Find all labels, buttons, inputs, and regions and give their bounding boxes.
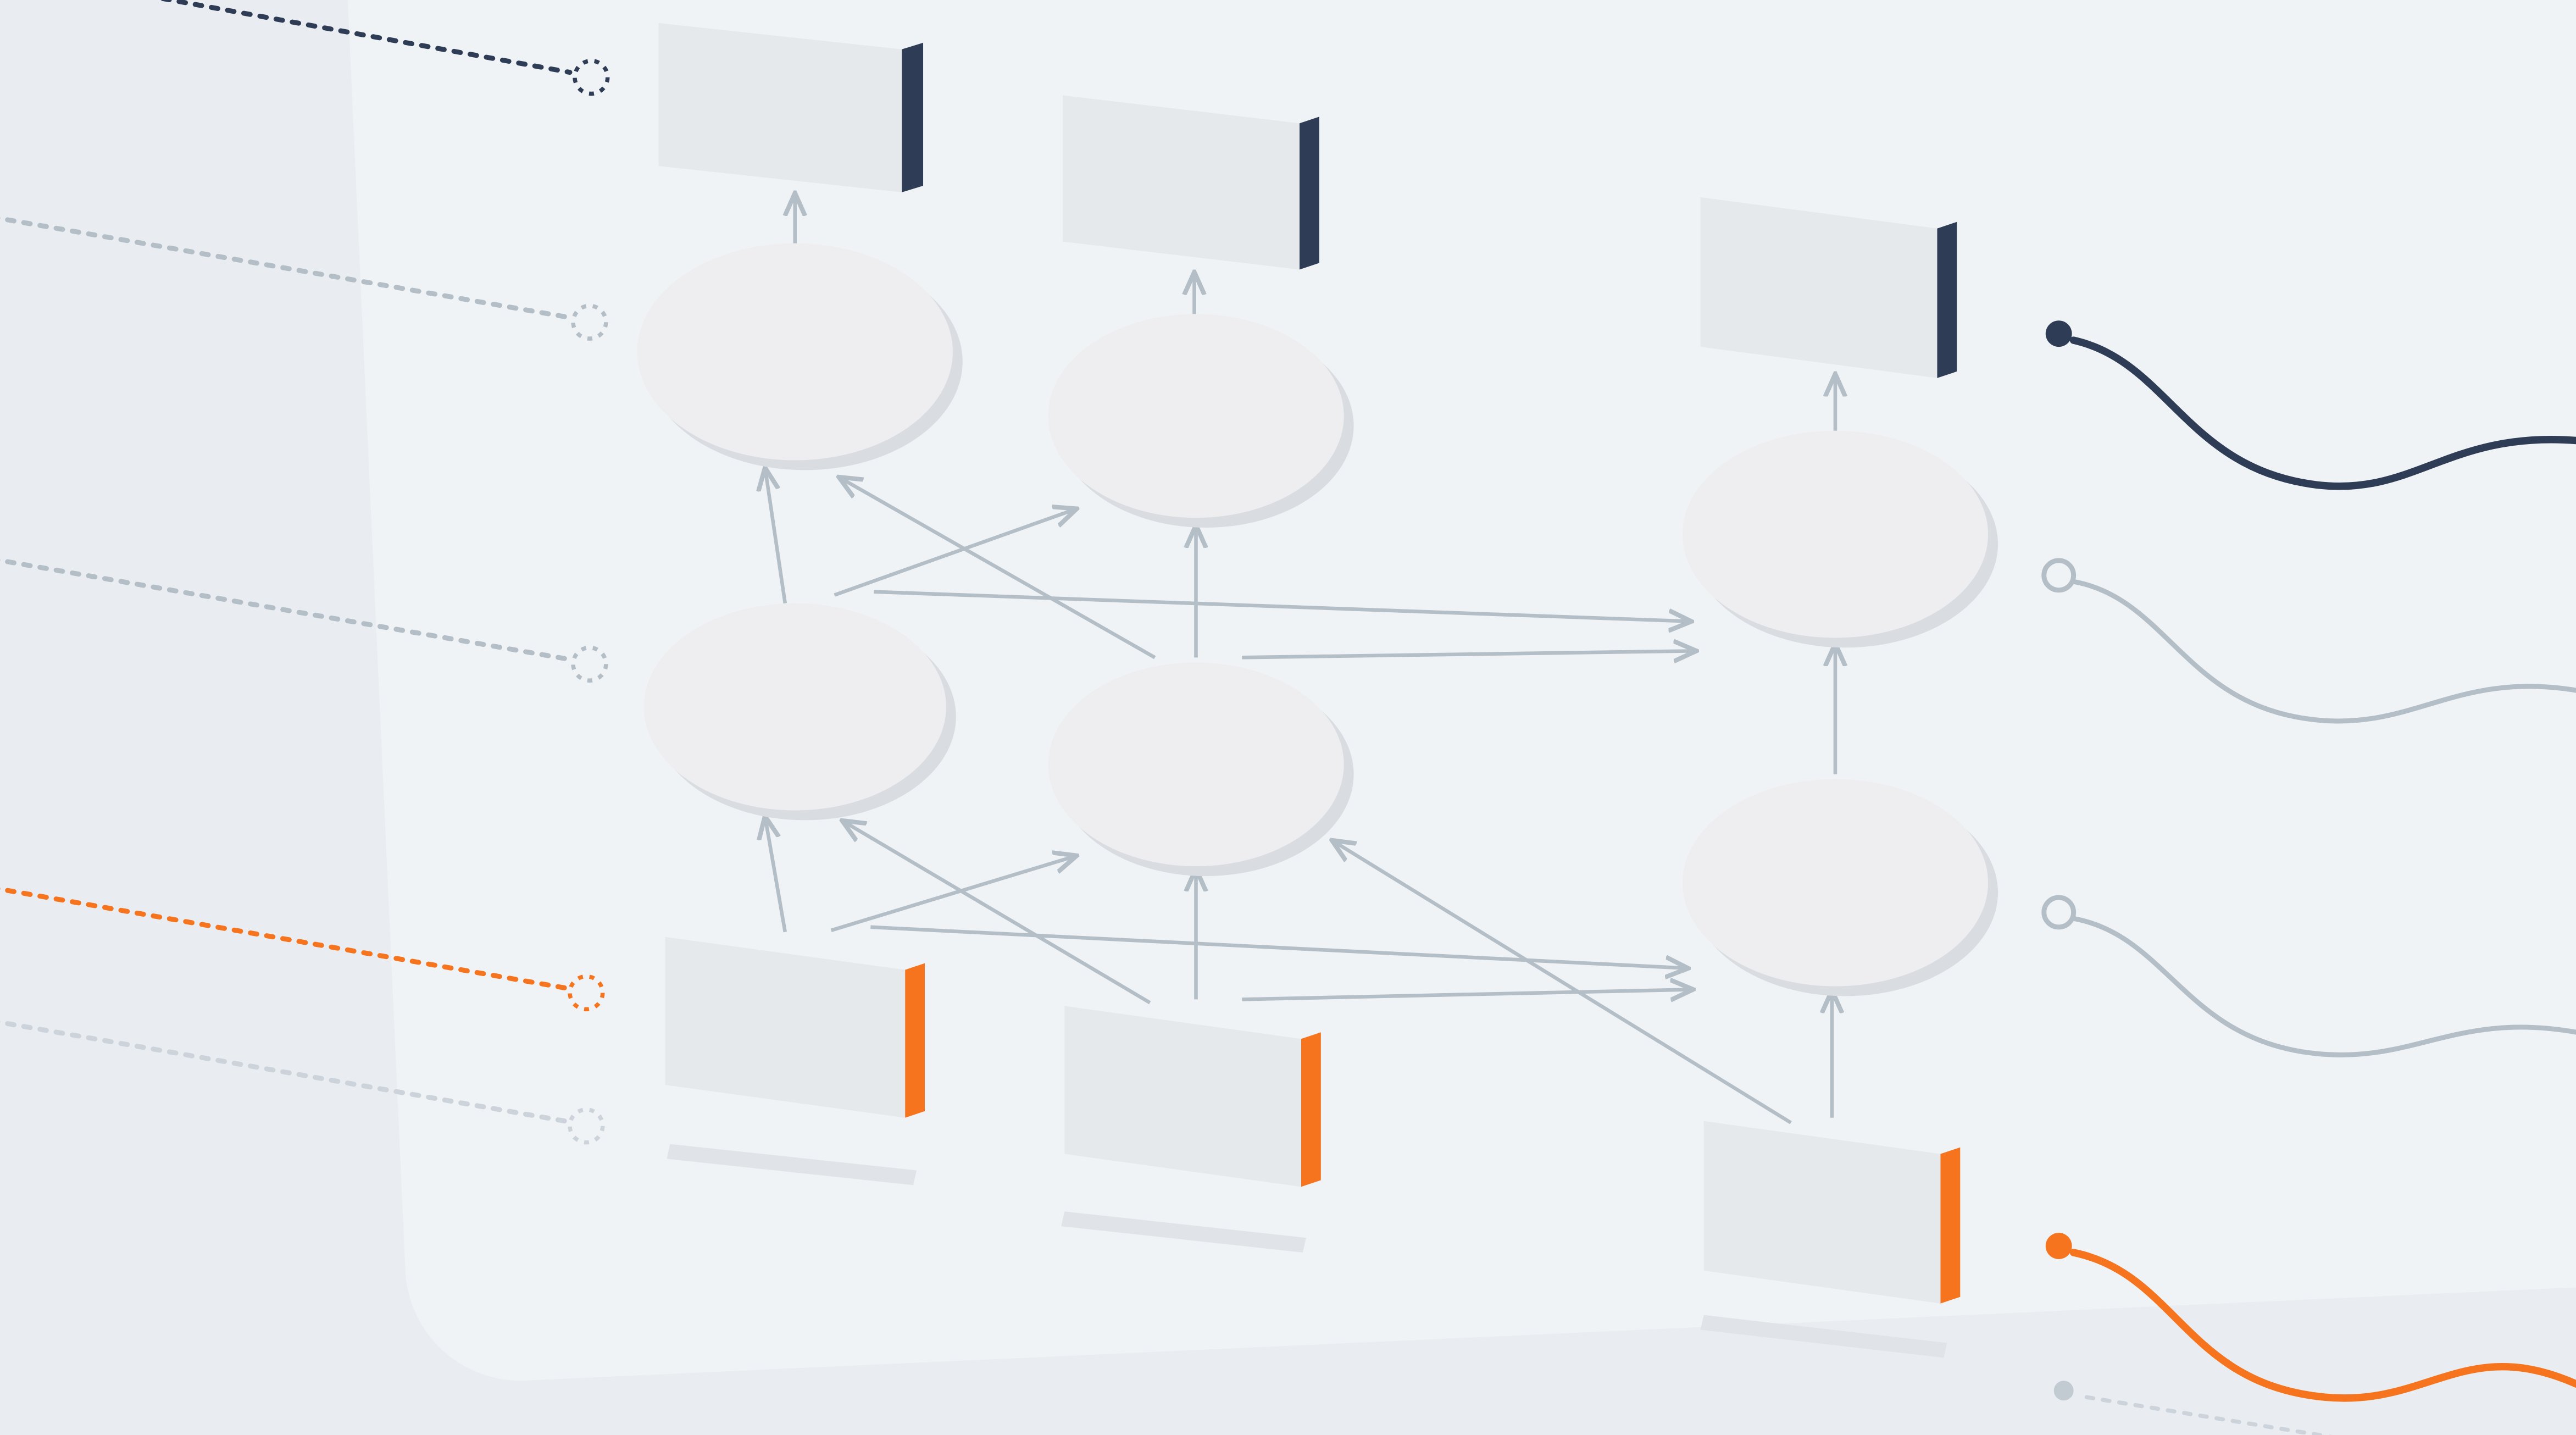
dashed-circle-gray-1 <box>571 303 608 341</box>
dashed-circle-navy <box>573 58 610 96</box>
hollow-circle-1 <box>2041 558 2077 593</box>
output-box-3 <box>1700 197 1957 378</box>
right-connector-gray-1 <box>2041 558 2576 724</box>
output-box-1 <box>658 23 924 192</box>
arrow <box>870 925 1685 968</box>
left-connector-navy <box>157 0 610 96</box>
hollow-circle-2 <box>2041 895 2077 930</box>
muted-dot <box>2053 1381 2074 1401</box>
output-box-3-face <box>1700 197 1937 378</box>
input-box-3-face <box>1703 1121 1941 1304</box>
hidden-node-col3-top <box>1682 430 1998 648</box>
output-box-2 <box>1063 95 1319 270</box>
right-connector-orange <box>2045 1233 2576 1402</box>
left-connector-orange <box>0 887 605 1012</box>
hidden-node-col2-top <box>1048 314 1354 528</box>
right-connector-muted <box>2053 1381 2333 1435</box>
arrow <box>1334 841 1792 1124</box>
network-nodes <box>637 243 1998 996</box>
input-box-3 <box>1703 1121 1961 1304</box>
input-box-2-face <box>1064 1006 1301 1187</box>
arrow <box>765 470 787 604</box>
left-connector-gray-light <box>0 1020 605 1145</box>
arrow <box>841 478 1156 660</box>
output-box-2-face <box>1063 95 1300 270</box>
input-box-3-edge <box>1940 1147 1961 1304</box>
hidden-node-col3-bottom <box>1682 779 1998 996</box>
hidden-node-col1-bottom <box>643 603 956 821</box>
left-connector-gray-1 <box>0 215 608 341</box>
right-connector-navy <box>2045 320 2576 490</box>
output-box-2-edge <box>1299 117 1319 270</box>
input-box-1-face <box>665 937 906 1118</box>
connection-arrows <box>765 196 1835 1124</box>
arrow <box>765 818 787 933</box>
right-connector-gray-2 <box>2041 895 2576 1057</box>
dashed-circle-orange <box>568 974 605 1012</box>
input-box-2 <box>1064 1006 1321 1187</box>
orange-dot <box>2045 1233 2072 1259</box>
arrow <box>834 509 1075 597</box>
hidden-node-col2-bottom <box>1048 662 1354 877</box>
dashed-circle-gray-2 <box>571 645 608 683</box>
input-box-3-shadow <box>1700 1315 1947 1358</box>
input-box-1-edge <box>905 963 925 1118</box>
top-boxes <box>658 23 1957 378</box>
output-box-3-edge <box>1937 221 1957 378</box>
input-box-2-edge <box>1301 1032 1321 1187</box>
input-box-1-shadow <box>667 1144 917 1185</box>
arrow <box>1242 651 1694 657</box>
dashed-circle-gray-light <box>568 1107 605 1145</box>
bottom-boxes <box>665 937 1961 1358</box>
output-box-1-edge <box>902 42 924 192</box>
arrow <box>874 590 1689 622</box>
left-connector-gray-2 <box>0 558 608 683</box>
input-box-1 <box>665 937 925 1118</box>
output-box-1-face <box>658 23 902 192</box>
right-connectors <box>2041 320 2576 1435</box>
arrow <box>830 856 1075 932</box>
arrow <box>844 822 1151 1005</box>
input-box-2-shadow <box>1061 1211 1306 1253</box>
left-connectors <box>0 0 610 1145</box>
hidden-node-col1-top <box>637 243 963 470</box>
arrow <box>1242 989 1690 999</box>
navy-dot <box>2045 320 2072 347</box>
